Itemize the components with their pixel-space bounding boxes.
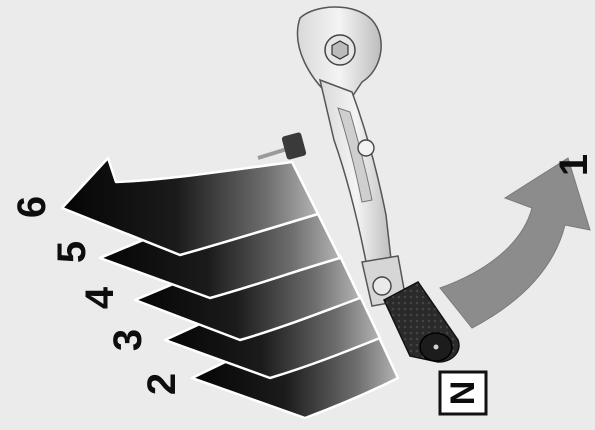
- gear-label-4: 4: [78, 286, 122, 309]
- neutral-box: [438, 370, 488, 416]
- upshift-arrow-6: [60, 156, 320, 257]
- gear-label-2: 2: [140, 373, 184, 395]
- downshift-arrow: [439, 157, 591, 329]
- shift-lever: [257, 6, 460, 363]
- neutral-label: N: [444, 381, 482, 406]
- gear-label-5: 5: [50, 241, 94, 263]
- footpeg-rivet: [433, 344, 439, 350]
- lever-groove: [337, 107, 373, 203]
- upshift-arrows: [60, 156, 400, 420]
- rod-nut: [281, 132, 307, 160]
- gear-label-6: 6: [10, 196, 54, 218]
- pivot-screw-icon: [357, 139, 375, 157]
- peg-bolt-icon: [372, 276, 392, 296]
- gear-label-1: 1: [552, 154, 595, 176]
- hex-socket-icon: [331, 40, 349, 60]
- gear-label-3: 3: [106, 329, 150, 351]
